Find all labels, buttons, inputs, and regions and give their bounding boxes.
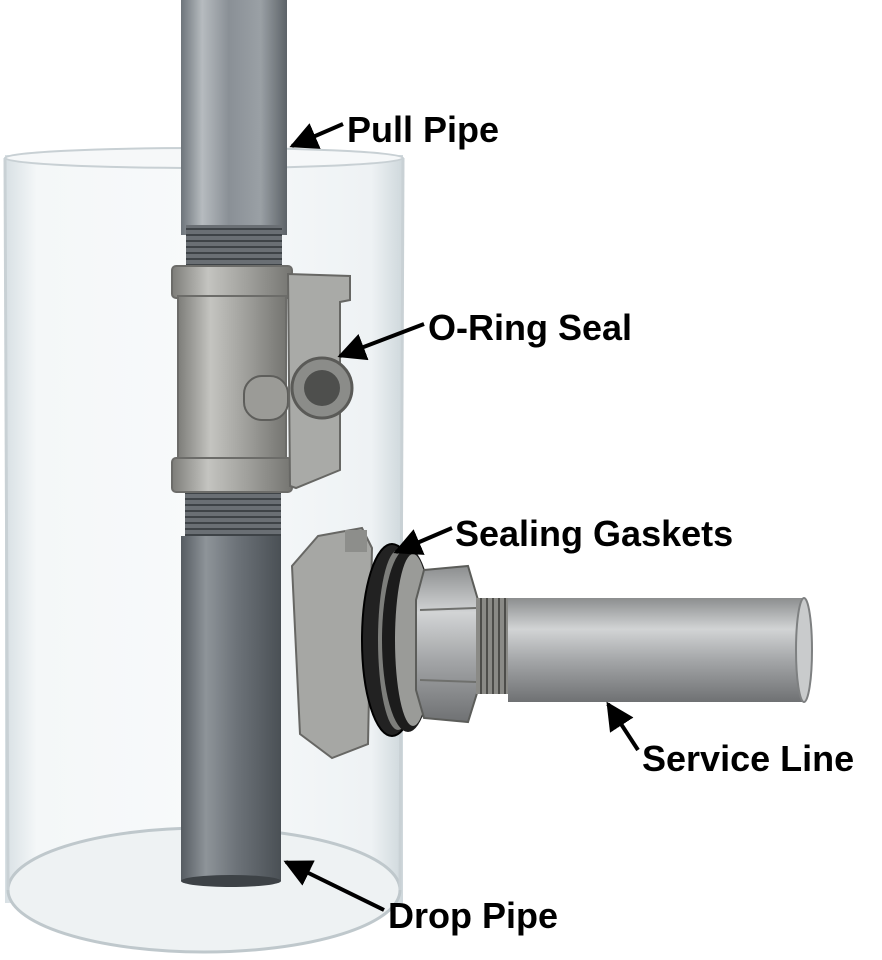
- label-service-line: Service Line: [642, 738, 855, 779]
- label-oring-seal: O-Ring Seal: [428, 307, 633, 348]
- service-line-pipe: [476, 597, 813, 703]
- arrow-oring-seal: [337, 322, 425, 361]
- adapter-bracket: [290, 526, 374, 760]
- hex-nut: [415, 564, 479, 724]
- arrow-drop-pipe: [283, 860, 385, 912]
- label-sealing-gaskets: Sealing Gaskets: [455, 513, 734, 554]
- arrow-sealing-gaskets: [393, 526, 453, 555]
- arrow-service-line: [606, 701, 640, 752]
- pull-pipe: [181, 0, 287, 267]
- oring-seal-body: [171, 265, 354, 493]
- drop-pipe: [181, 490, 281, 887]
- arrow-pull-pipe: [289, 122, 344, 149]
- label-pull-pipe: Pull Pipe: [347, 109, 500, 150]
- leader-arrows: [283, 122, 640, 912]
- label-drop-pipe: Drop Pipe: [388, 895, 559, 936]
